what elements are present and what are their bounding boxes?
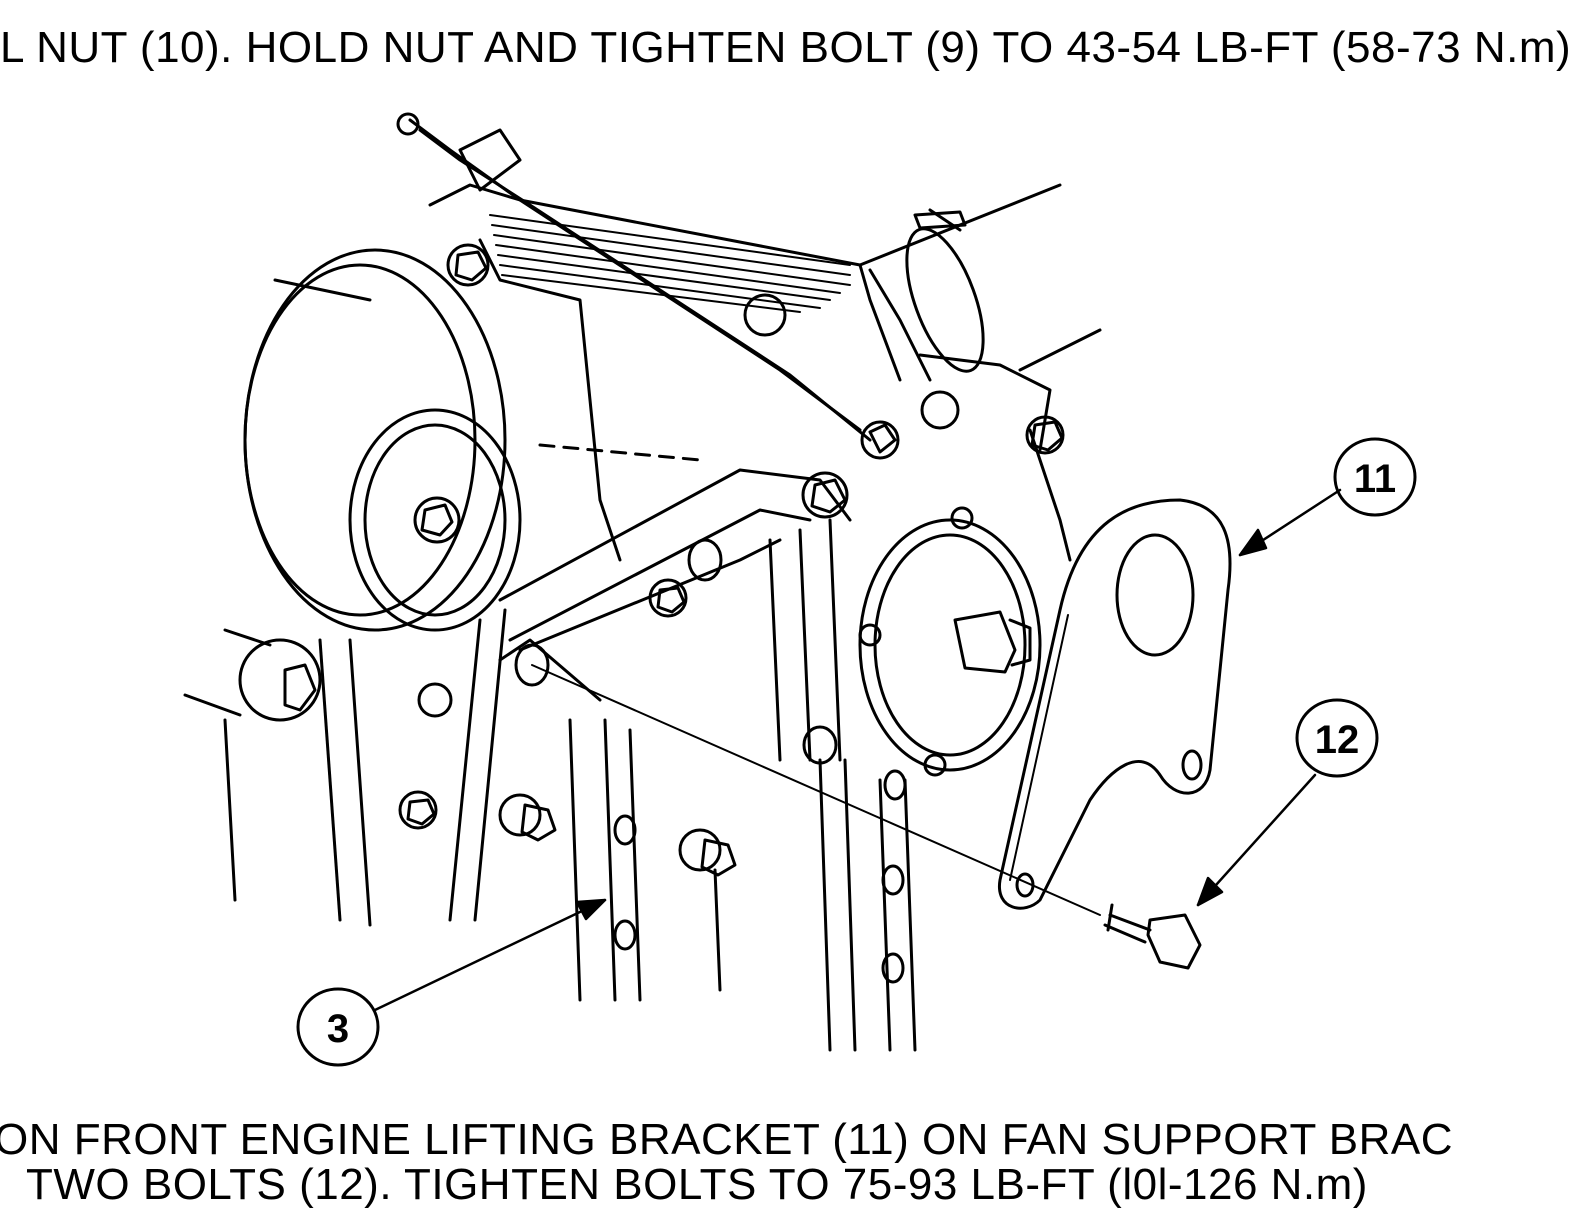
coolant-pipe bbox=[905, 208, 1052, 452]
engine-block bbox=[183, 183, 1102, 902]
cooling-fins bbox=[489, 214, 851, 313]
callout-12-text: 12 bbox=[1315, 718, 1360, 762]
arrow-to-bolt bbox=[1196, 773, 1317, 907]
drive-belt bbox=[318, 608, 507, 927]
arrowhead-support bbox=[575, 898, 607, 921]
bolt-12 bbox=[1103, 903, 1202, 970]
arrowhead-bolt bbox=[1196, 876, 1224, 907]
fan-support-bracket bbox=[498, 468, 917, 1052]
idler-pulley bbox=[238, 638, 322, 722]
instruction-text-bottom-2: TWO BOLTS (12). TIGHTEN BOLTS TO 75-93 L… bbox=[26, 1160, 1368, 1209]
throttle-rod bbox=[396, 112, 900, 460]
arrow-to-support bbox=[373, 898, 607, 1012]
engine-bracket-diagram: 11 12 3 bbox=[183, 112, 1417, 1067]
callout-3: 3 bbox=[296, 987, 380, 1067]
callout-11-circle bbox=[1333, 437, 1417, 517]
engine-bolts bbox=[398, 243, 1065, 992]
callout-11: 11 bbox=[1333, 437, 1417, 517]
pump-housing bbox=[858, 506, 1042, 777]
arrowhead-bracket bbox=[1238, 528, 1268, 557]
callout-12: 12 bbox=[1295, 698, 1379, 778]
instruction-text-bottom-1: ON FRONT ENGINE LIFTING BRACKET (11) ON … bbox=[0, 1115, 1454, 1164]
leader-arrows bbox=[373, 488, 1342, 1012]
callout-12-circle bbox=[1295, 698, 1379, 778]
callout-3-text: 3 bbox=[327, 1007, 349, 1051]
fan-pulley bbox=[243, 248, 522, 632]
alignment-line bbox=[531, 664, 1101, 916]
front-engine-lifting-bracket bbox=[998, 498, 1232, 910]
callout-11-text: 11 bbox=[1354, 457, 1396, 501]
callout-3-circle bbox=[296, 987, 380, 1067]
instruction-text-top: L NUT (10). HOLD NUT AND TIGHTEN BOLT (9… bbox=[0, 23, 1572, 72]
